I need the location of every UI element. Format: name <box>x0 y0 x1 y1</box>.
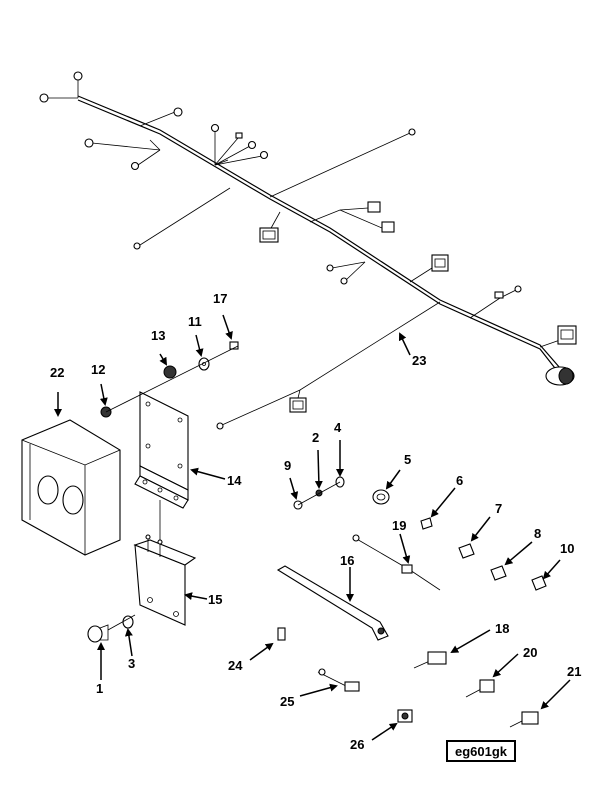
callout-11: 11 <box>188 314 202 329</box>
callout-1: 1 <box>96 681 103 696</box>
callout-4: 4 <box>334 420 342 435</box>
callout-2: 2 <box>312 430 319 445</box>
callout-19: 19 <box>392 518 406 533</box>
mounting-bracket <box>134 391 189 545</box>
callout-25: 25 <box>280 694 294 709</box>
callout-24: 24 <box>228 658 243 673</box>
callout-23: 23 <box>412 353 426 368</box>
callout-10: 10 <box>560 541 574 556</box>
callout-18: 18 <box>495 621 509 636</box>
callout-14: 14 <box>227 473 242 488</box>
callout-5: 5 <box>404 452 411 467</box>
callout-9: 9 <box>284 458 291 473</box>
callout-26: 26 <box>350 737 364 752</box>
callout-3: 3 <box>128 656 135 671</box>
wiring-harness <box>39 71 577 430</box>
callout-6: 6 <box>456 473 463 488</box>
callout-labels: 1 2 3 4 5 6 7 8 9 10 11 12 13 14 15 16 1… <box>50 291 581 752</box>
enclosure-box <box>21 419 121 556</box>
callout-8: 8 <box>534 526 541 541</box>
callout-22: 22 <box>50 365 64 380</box>
callout-21: 21 <box>567 664 581 679</box>
callout-13: 13 <box>151 328 165 343</box>
callout-7: 7 <box>495 501 502 516</box>
callout-16: 16 <box>340 553 354 568</box>
callout-15: 15 <box>208 592 222 607</box>
hardware-parts <box>87 341 547 728</box>
callout-12: 12 <box>91 362 105 377</box>
callout-20: 20 <box>523 645 537 660</box>
figure-code-label: eg601gk <box>446 740 516 762</box>
callout-17: 17 <box>213 291 227 306</box>
callout-arrows <box>54 314 571 741</box>
mounting-plate <box>133 534 197 626</box>
